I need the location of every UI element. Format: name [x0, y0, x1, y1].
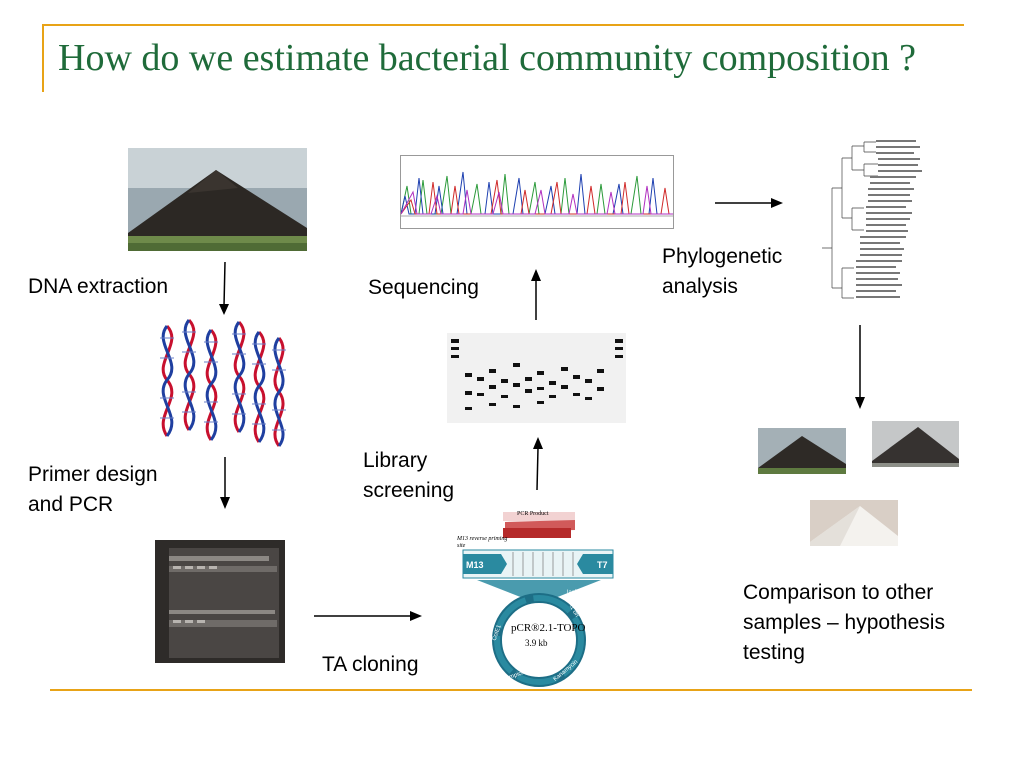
- arrow-down-2: [217, 457, 233, 511]
- comparison-line3: testing: [743, 641, 805, 664]
- plasmid-name: pCR®2.1-TOPO: [511, 622, 586, 634]
- phylogenetic-label: Phylogenetic analysis: [662, 242, 782, 302]
- sequencing-label: Sequencing: [368, 276, 479, 299]
- soil-pile-photo: [128, 148, 307, 251]
- primer-design-label: Primer design and PCR: [28, 460, 158, 520]
- pcr-product-label: PCR Product: [517, 511, 549, 517]
- slide-title: How do we estimate bacterial community c…: [58, 37, 916, 79]
- comparison-line1: Comparison to other: [743, 581, 934, 604]
- comparison-pile-dark-2: [872, 421, 959, 467]
- comparison-pile-light: [810, 500, 898, 546]
- library-line2: screening: [363, 479, 455, 502]
- arrow-right-2: [715, 196, 785, 210]
- screening-gel-image: [447, 333, 626, 423]
- arrow-down-3: [852, 325, 868, 411]
- m13-site-label: M13 reverse priming site: [457, 536, 508, 549]
- primer-design-line1: Primer design: [28, 463, 158, 486]
- arrow-up-1: [530, 436, 546, 490]
- phylogenetic-tree-image: [820, 138, 942, 306]
- library-screening-label: Library screening: [363, 446, 454, 506]
- title-accent-horizontal: [42, 24, 964, 26]
- dna-extraction-label: DNA extraction: [28, 275, 169, 298]
- m13-label: M13: [466, 560, 484, 570]
- arrow-right-1: [314, 609, 424, 623]
- phylogenetic-line1: Phylogenetic: [662, 245, 783, 268]
- library-line1: Library: [363, 449, 428, 472]
- t7-label: T7: [597, 560, 608, 570]
- lacz-label: lacZα: [567, 590, 582, 596]
- plasmid-map: PCR Product M13 reverse priming site M13…: [455, 510, 623, 688]
- arrow-down-1: [216, 262, 232, 316]
- dna-helices-image: [155, 318, 290, 448]
- comparison-pile-dark-1: [758, 428, 846, 474]
- comparison-line2: samples – hypothesis: [743, 611, 945, 634]
- bottom-divider: [50, 689, 972, 691]
- phylogenetic-line2: analysis: [662, 275, 738, 298]
- plasmid-size: 3.9 kb: [525, 638, 548, 648]
- arrow-up-2: [528, 268, 544, 322]
- pcr-gel-photo: [155, 540, 285, 663]
- ta-cloning-label: TA cloning: [322, 653, 419, 676]
- comparison-label: Comparison to other samples – hypothesis…: [743, 578, 945, 668]
- primer-design-line2: and PCR: [28, 493, 114, 516]
- sequencing-chromatogram: [400, 155, 674, 229]
- title-accent-vertical: [42, 24, 44, 92]
